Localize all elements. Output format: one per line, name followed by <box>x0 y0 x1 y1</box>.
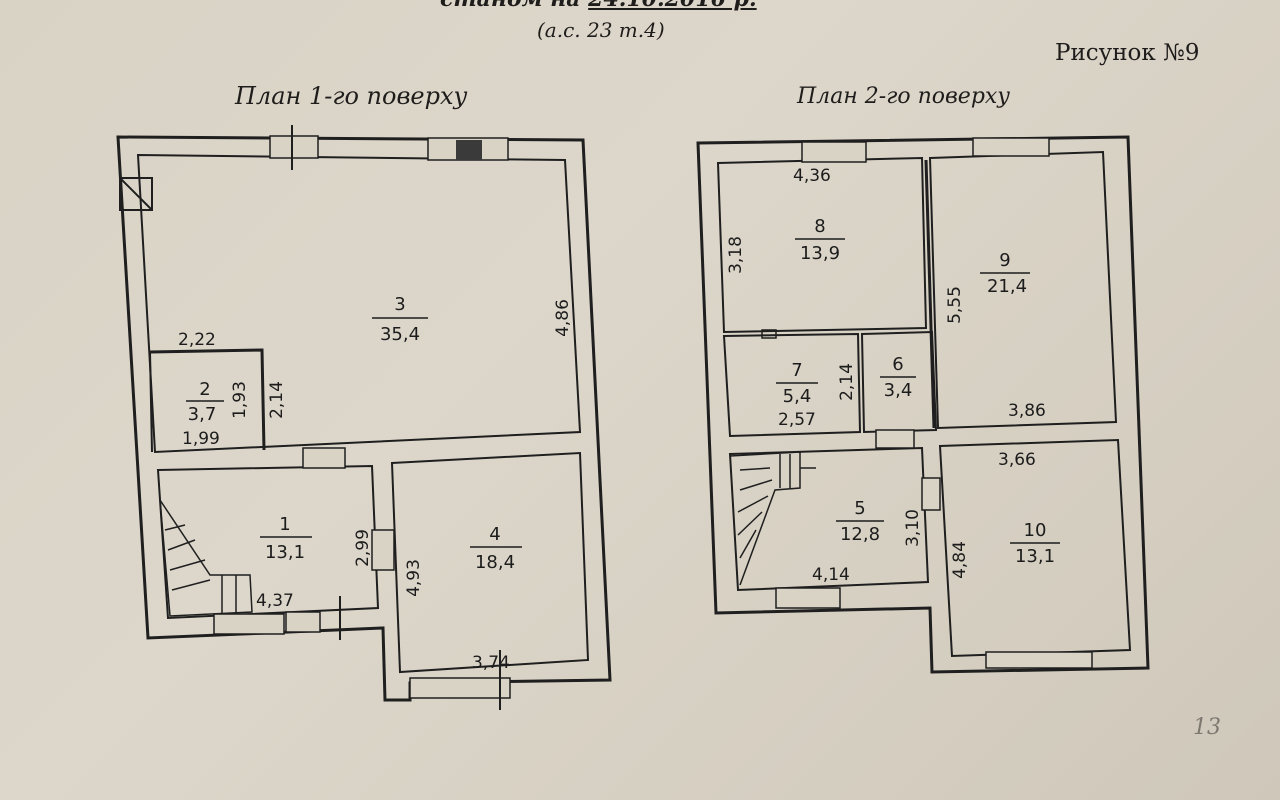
plan2-outer-wall <box>696 135 1150 674</box>
plan1-dim-2-99: 2,99 <box>353 529 373 567</box>
plan2-window-room10 <box>985 651 1093 669</box>
plan1-room1-number: 1 <box>279 514 290 535</box>
plan1-room2-number: 2 <box>199 379 210 400</box>
plan2-room5-wall <box>728 446 930 592</box>
plan2-room10-area: 13,1 <box>1015 546 1055 567</box>
plan2-dim-4-84: 4,84 <box>950 541 970 579</box>
plan2-window-room8 <box>801 141 867 163</box>
plan2-dim-2-14: 2,14 <box>837 363 857 401</box>
plan2-window-room5 <box>775 587 841 609</box>
plan1-room1-area: 13,1 <box>265 542 305 563</box>
plan1-dim-3-74: 3,74 <box>472 653 510 673</box>
plan2-dim-2-57: 2,57 <box>778 410 816 430</box>
plan1-room4-wall <box>390 451 590 674</box>
plan1-vent-block <box>456 140 482 160</box>
plan2-room9-area: 21,4 <box>987 276 1027 297</box>
plan1-door-room4 <box>371 529 395 571</box>
plan2-title: План 2-го поверху <box>797 84 1011 109</box>
plan2-dim-4-36: 4,36 <box>793 166 831 186</box>
plan1-title: План 1-го поверху <box>235 82 468 110</box>
plan1-dim-4-86: 4,86 <box>553 299 573 337</box>
plan2-dim-5-55: 5,55 <box>945 286 965 324</box>
plan1-room3-number: 3 <box>394 294 405 315</box>
plan1-dim-4-37: 4,37 <box>256 591 294 611</box>
plan1-room4-area: 18,4 <box>475 552 515 573</box>
page-number: 13 <box>1193 715 1221 740</box>
plan1-room4-number: 4 <box>489 524 500 545</box>
plan2-room5-number: 5 <box>854 498 865 519</box>
plan1-room1-wall <box>156 464 380 620</box>
plan2-room10-number: 10 <box>1024 520 1047 541</box>
plan1-window-room4 <box>409 677 511 699</box>
plan1-window-top-1 <box>269 135 319 159</box>
plan2-room9-number: 9 <box>999 250 1010 271</box>
plan1-dim-2-22: 2,22 <box>178 330 216 350</box>
plan1-dim-2-14: 2,14 <box>267 381 287 419</box>
plan1-door-room1 <box>302 447 346 469</box>
figure-label: Рисунок №9 <box>1055 40 1200 66</box>
plan2-dim-3-18: 3,18 <box>726 236 746 274</box>
plan1-drawing: 3 35,4 2 3,7 1 13,1 4 18,4 4,86 2,22 1,9… <box>116 125 612 710</box>
plan2-dim-3-66: 3,66 <box>998 450 1036 470</box>
plan2-room8-number: 8 <box>814 216 825 237</box>
header-clipped-text: станом на 24.10.2016 р. <box>440 0 757 12</box>
archive-reference: (а.с. 23 т.4) <box>537 18 665 42</box>
header-prefix: станом на <box>440 0 588 12</box>
plan2-room6-wall <box>860 330 938 434</box>
plan1-dim-1-93: 1,93 <box>230 381 250 419</box>
plan1-window-bottom <box>213 613 285 635</box>
header-date: 24.10.2016 р. <box>588 0 756 12</box>
plan1-chimney <box>119 177 153 211</box>
plan2-room8-area: 13,9 <box>800 243 840 264</box>
plan2-drawing: 8 13,9 9 21,4 7 5,4 6 3,4 5 12,8 10 13,1… <box>696 135 1150 674</box>
plan1-dim-4-93: 4,93 <box>404 559 424 597</box>
plan2-dim-3-86: 3,86 <box>1008 401 1046 421</box>
plan2-room10-wall <box>938 438 1132 658</box>
plan1-room2-wall <box>149 348 266 451</box>
plan2-dim-3-10: 3,10 <box>903 509 923 547</box>
plan2-room7-wall <box>722 332 862 438</box>
plan1-dim-1-99: 1,99 <box>182 429 220 449</box>
plan2-door-room10 <box>921 477 941 511</box>
plan2-room6-area: 3,4 <box>884 380 913 401</box>
plan1-room3-area: 35,4 <box>380 324 420 345</box>
plan2-window-room9 <box>972 137 1050 157</box>
plan2-dim-4-14: 4,14 <box>812 565 850 585</box>
plan1-room2-area: 3,7 <box>188 404 217 425</box>
plan2-stairs <box>729 451 816 586</box>
plan2-door-room6 <box>875 429 915 449</box>
plan1-door-entrance <box>285 611 321 633</box>
plan2-room6-number: 6 <box>892 354 903 375</box>
plan1-stairs <box>159 499 253 617</box>
plan2-room7-area: 5,4 <box>783 386 812 407</box>
plan2-room5-area: 12,8 <box>840 524 880 545</box>
plan2-room7-number: 7 <box>791 360 802 381</box>
